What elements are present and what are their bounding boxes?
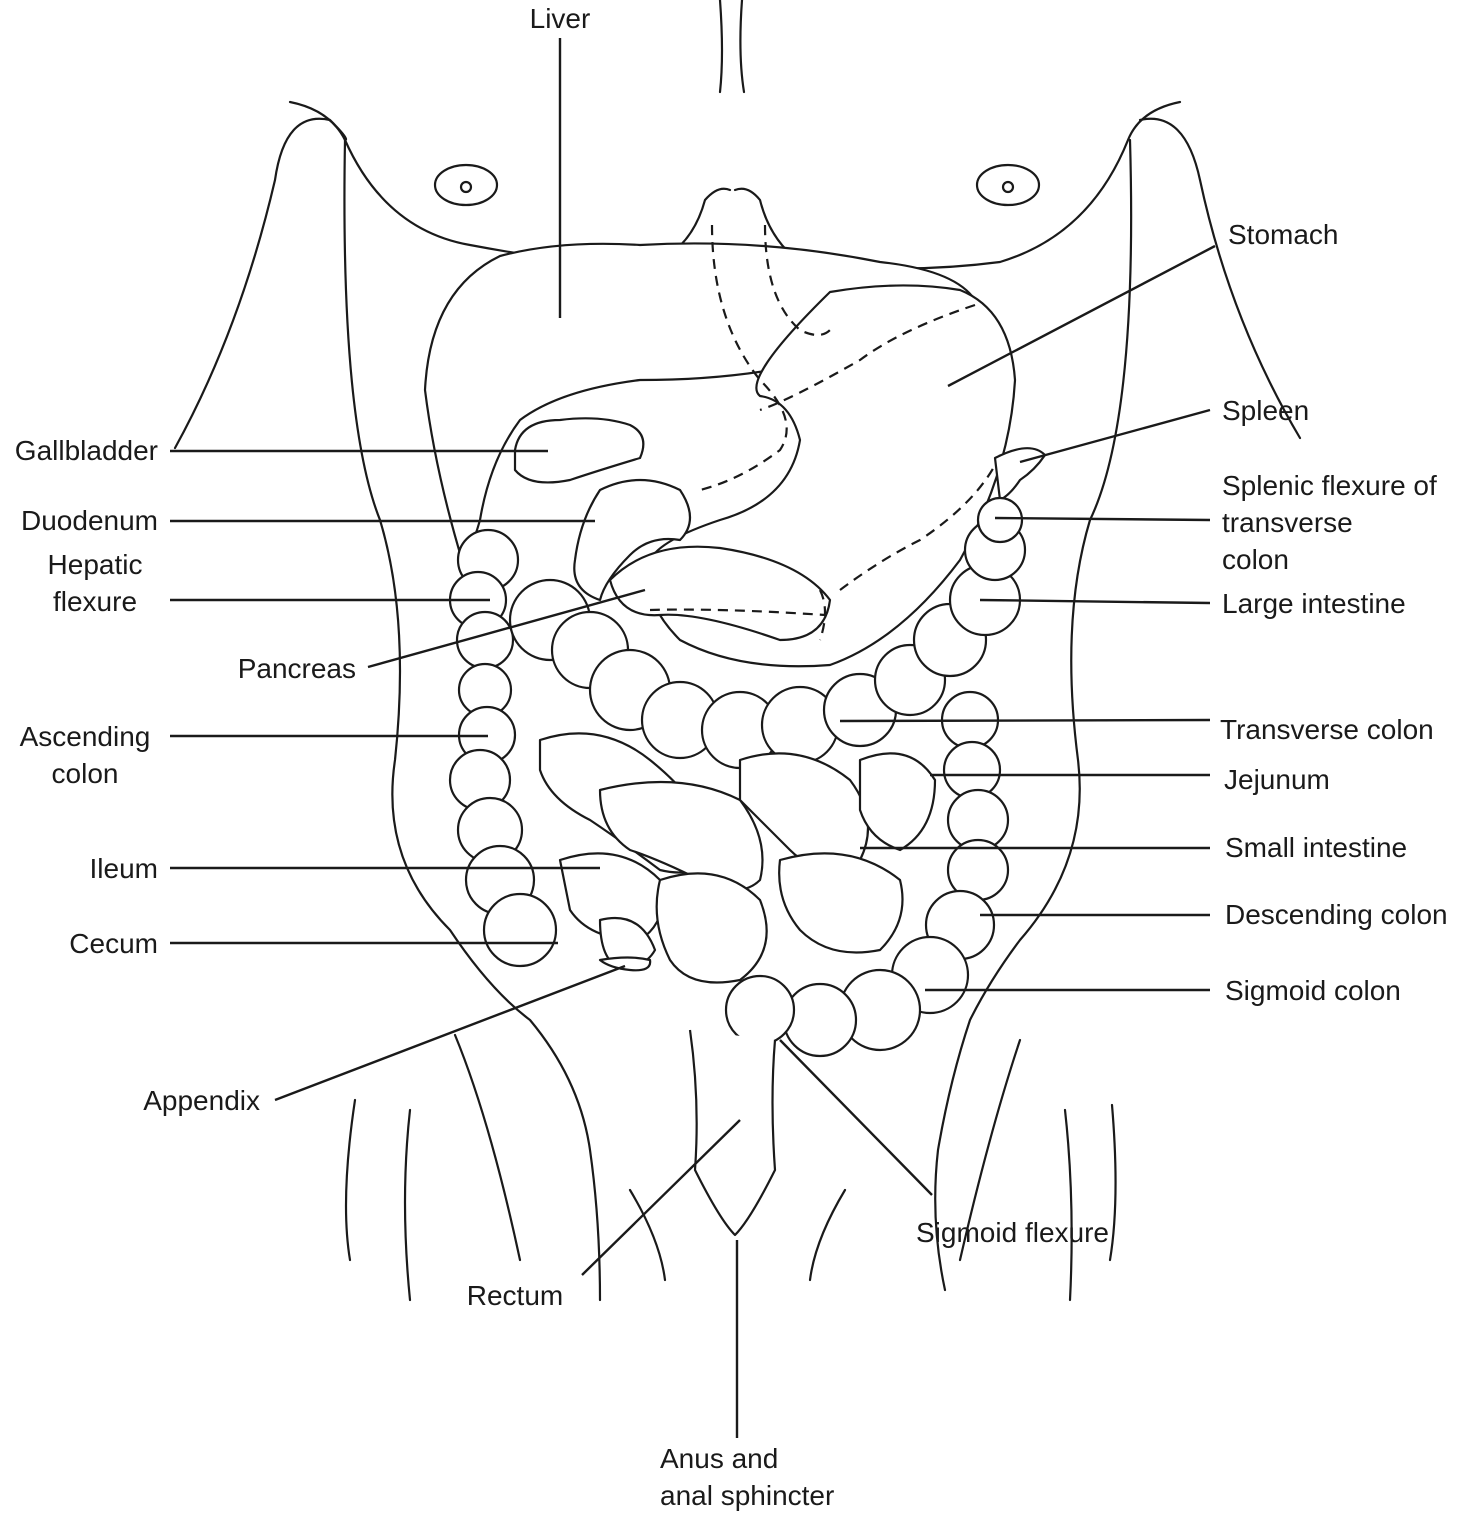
label-sigmoid-flexure: Sigmoid flexure [916, 1217, 1109, 1248]
label-large-intestine: Large intestine [1222, 588, 1406, 619]
label-transverse-colon: Transverse colon [1220, 714, 1434, 745]
duodenum-shape [573, 478, 692, 602]
torso-outline [173, 0, 1302, 1302]
label-splenic-flexure: Splenic flexure of transverse colon [1222, 470, 1437, 575]
rectum-shape [688, 1029, 777, 1237]
label-hepatic-flexure: Hepatic flexure [47, 549, 143, 617]
label-appendix: Appendix [143, 1085, 260, 1116]
small-intestine [538, 732, 937, 984]
label-cecum: Cecum [69, 928, 158, 959]
label-small-intestine: Small intestine [1225, 832, 1408, 863]
label-ascending-colon: Ascending colon [19, 721, 151, 789]
label-duodenum: Duodenum [21, 505, 158, 536]
label-descending-colon: Descending colon [1225, 899, 1448, 930]
gallbladder-shape [513, 417, 645, 484]
label-ileum: Ileum [89, 853, 158, 884]
label-pancreas: Pancreas [237, 653, 356, 684]
label-stomach: Stomach [1228, 219, 1339, 250]
label-rectum: Rectum [466, 1280, 564, 1311]
label-anus: Anus and anal sphincter [660, 1443, 835, 1511]
label-sigmoid-colon: Sigmoid colon [1225, 975, 1401, 1006]
label-liver: Liver [529, 3, 591, 34]
leader-lines [170, 38, 1216, 1438]
appendix-shape [598, 956, 652, 972]
spleen-shape [993, 447, 1047, 502]
pancreas-shape [608, 545, 832, 642]
large-intestine [448, 496, 1027, 1058]
label-spleen: Spleen [1222, 395, 1310, 426]
label-jejunum: Jejunum [1224, 764, 1330, 795]
label-gallbladder: Gallbladder [14, 435, 158, 466]
